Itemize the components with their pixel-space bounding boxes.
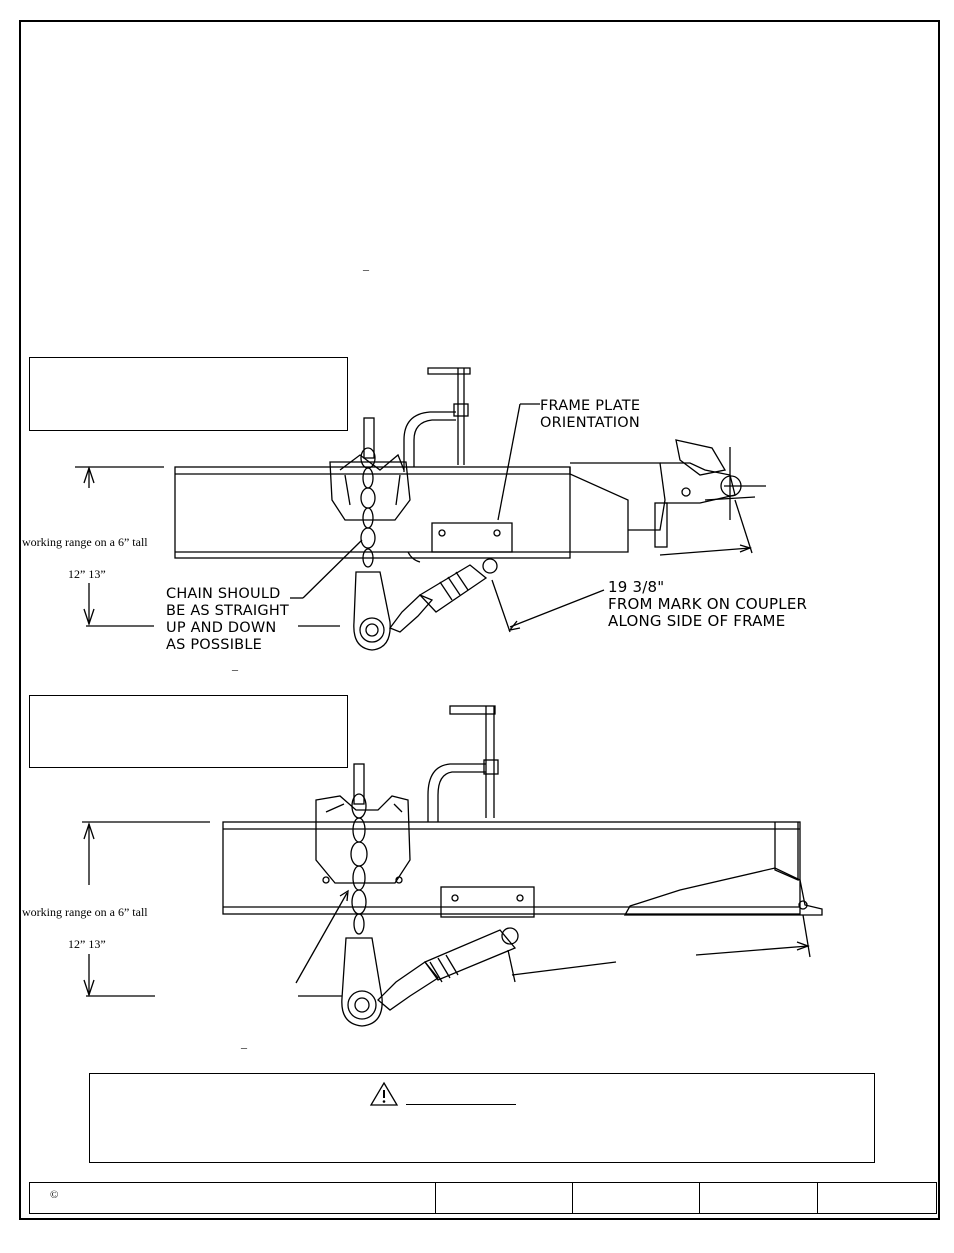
range-values-label-1: 12” 13” — [68, 567, 106, 581]
range-values-label-2: 12” 13” — [68, 937, 106, 951]
footer-bar: © — [29, 1182, 937, 1214]
figure1-drawing — [75, 367, 766, 651]
warning-triangle-icon — [369, 1081, 399, 1106]
warning-title-underline — [406, 1104, 516, 1105]
top-dash: _ — [363, 258, 369, 272]
figure2-note-box — [29, 695, 348, 768]
figure2-caption-dash: _ — [241, 1036, 247, 1050]
figure2-drawing — [82, 705, 823, 1027]
copyright-symbol: © — [50, 1189, 59, 1201]
footer-cell-5 — [818, 1183, 936, 1213]
footer-cell-4 — [700, 1183, 818, 1213]
footer-copyright-cell: © — [30, 1183, 436, 1213]
working-range-label-2: working range on a 6” tall — [22, 905, 148, 919]
chain-note-label: CHAIN SHOULD BE AS STRAIGHT UP AND DOWN … — [166, 586, 289, 653]
page-border — [19, 20, 940, 1220]
measure-label: 19 3/8" FROM MARK ON COUPLER ALONG SIDE … — [608, 578, 808, 630]
figure1-note-box — [29, 357, 348, 431]
frame-plate-label: FRAME PLATE ORIENTATION — [540, 398, 641, 431]
footer-cell-2 — [436, 1183, 573, 1213]
footer-cell-3 — [573, 1183, 700, 1213]
figure1-caption-dash: _ — [232, 658, 238, 672]
warning-box — [89, 1073, 875, 1163]
working-range-label-1: working range on a 6” tall — [22, 535, 148, 549]
